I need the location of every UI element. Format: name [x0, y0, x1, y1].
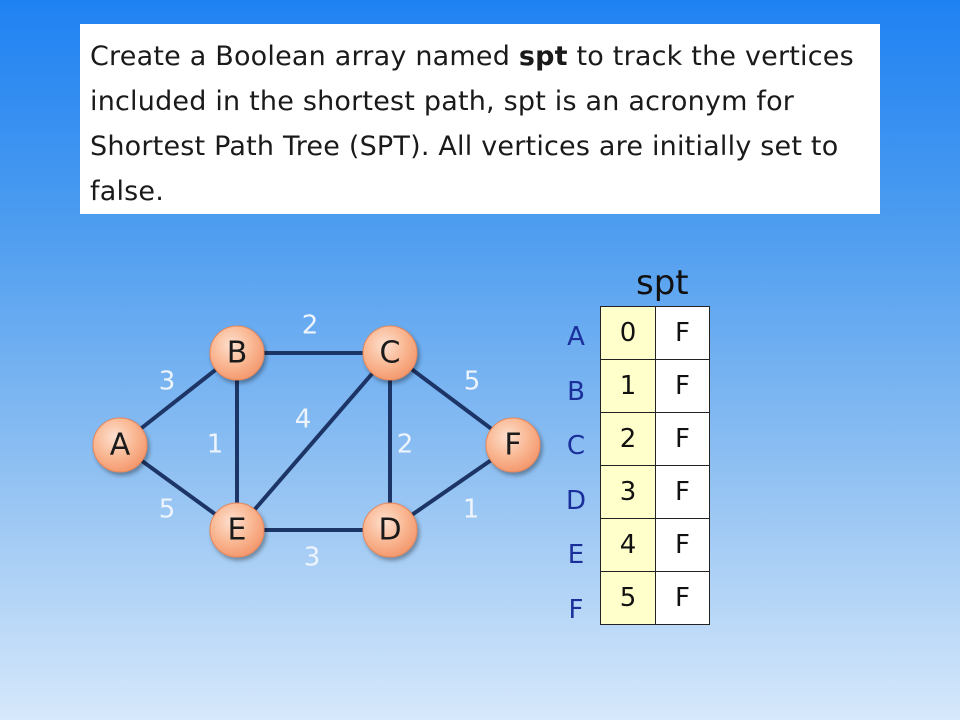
spt-value-cell: F	[655, 465, 710, 519]
spt-index-cell: 0	[600, 306, 656, 360]
node-label: B	[227, 336, 248, 371]
spt-value-cell: F	[655, 412, 710, 466]
node-circle	[209, 325, 265, 381]
spt-row-vertex-label: F	[568, 594, 584, 625]
spt-index-cell: 4	[600, 518, 656, 572]
spt-title: spt	[636, 263, 689, 303]
spt-index-cell: 3	[600, 465, 656, 519]
edge-weight-c-e: 4	[295, 405, 312, 435]
node-d: D	[362, 502, 418, 558]
node-circle	[92, 417, 148, 473]
edge-weight-e-d: 3	[304, 543, 321, 573]
edge-c-e	[235, 351, 392, 532]
node-label: E	[228, 513, 247, 548]
description-text-1: Create a Boolean array named	[90, 41, 519, 72]
spt-row-vertex-label: E	[567, 540, 585, 570]
spt-index-cell: 2	[600, 412, 656, 466]
edge-weight-a-b: 3	[159, 367, 176, 397]
spt-index-cell: 1	[600, 359, 656, 413]
edge-weight-a-e: 5	[159, 495, 176, 525]
spt-row-vertex-label: A	[567, 322, 585, 352]
node-e: E	[209, 502, 265, 558]
spt-row-vertex-label: D	[565, 485, 587, 516]
edge-weight-b-e: 1	[207, 430, 224, 460]
node-f: F	[485, 417, 541, 473]
node-label: D	[378, 513, 401, 548]
spt-value-cell: F	[655, 306, 710, 360]
spt-value-cell: F	[655, 518, 710, 572]
spt-index-cell: 5	[600, 571, 656, 625]
node-circle	[209, 502, 265, 558]
edge-weight-c-d: 2	[397, 430, 414, 460]
node-label: C	[380, 336, 401, 371]
edge-weight-b-c: 2	[302, 311, 319, 341]
node-circle	[362, 502, 418, 558]
description-box: Create a Boolean array named spt to trac…	[80, 24, 880, 214]
spt-value-cell: F	[655, 571, 710, 625]
node-circle	[362, 325, 418, 381]
node-b: B	[209, 325, 265, 381]
spt-row-vertex-label: C	[566, 431, 586, 461]
description-text-bold: spt	[518, 41, 568, 72]
edge-weight-c-f: 5	[464, 367, 481, 397]
node-c: C	[362, 325, 418, 381]
description-text-2: to track the vertices included in the sh…	[90, 41, 854, 207]
node-circle	[485, 417, 541, 473]
spt-row-vertex-label: B	[567, 376, 585, 407]
node-a: A	[92, 417, 148, 473]
node-label: A	[110, 428, 131, 463]
node-label: F	[504, 428, 521, 463]
edge-weight-d-f: 1	[463, 495, 480, 525]
spt-value-cell: F	[655, 359, 710, 413]
